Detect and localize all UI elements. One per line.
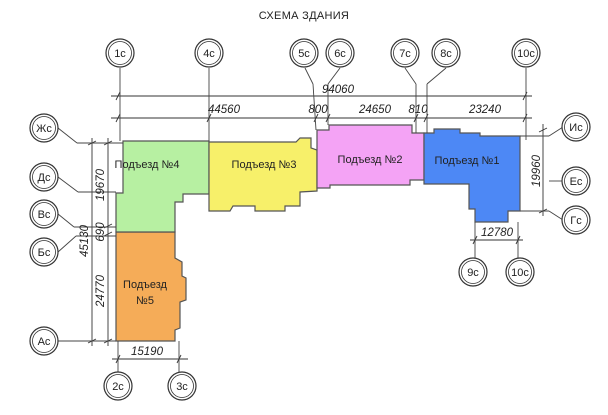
axis-bubble-9c: 9с	[458, 257, 488, 287]
axis-label-8c: 8с	[440, 48, 452, 60]
axis-bubble-4c: 4с	[194, 38, 224, 68]
diagram-title: СХЕМА ЗДАНИЯ	[259, 10, 349, 22]
section-3-block[interactable]	[208, 137, 318, 212]
bottom-dimension-lines	[112, 222, 523, 372]
section-5-block[interactable]	[115, 231, 187, 342]
axis-label-4c: 4с	[203, 48, 215, 60]
dim-15190: 15190	[131, 346, 164, 358]
top-dimension-lines	[111, 67, 532, 141]
dim-overall: 94060	[322, 84, 355, 96]
dim-690: 690	[95, 222, 107, 242]
dim-19670: 19670	[95, 168, 107, 201]
axis-label-10c-bottom: 10с	[511, 267, 529, 279]
axis-bubble-7c: 7с	[390, 38, 420, 68]
axis-label-b: Бс	[38, 247, 51, 259]
axis-bubble-5c: 5с	[289, 38, 319, 68]
dim-24650: 24650	[358, 104, 392, 116]
dim-24770: 24770	[95, 274, 107, 308]
section-1-label: Подъезд №1	[435, 155, 500, 167]
axis-bubble-i: Ис	[561, 112, 591, 142]
section-4-label: Подъезд №4	[115, 159, 180, 171]
axis-bubble-b: Бс	[29, 237, 59, 267]
axis-bubble-2c: 2с	[103, 371, 133, 401]
axis-label-5c: 5с	[298, 48, 310, 60]
axis-label-2c: 2с	[112, 381, 124, 393]
section-5-label-line1: Подъезд	[123, 279, 168, 291]
axis-label-v: Вс	[38, 209, 51, 221]
axis-label-d: Дс	[38, 172, 51, 184]
section-1-block[interactable]	[423, 128, 521, 223]
dim-44560: 44560	[208, 104, 241, 116]
axis-bubble-g: Гс	[561, 205, 591, 235]
left-dimension-lines	[57, 127, 123, 346]
dim-23240: 23240	[468, 104, 502, 116]
dim-810: 810	[408, 104, 428, 116]
dim-19960: 19960	[531, 154, 543, 187]
axis-label-6c: 6с	[334, 48, 346, 60]
axis-bubble-8c: 8с	[431, 38, 461, 68]
axis-label-7c: 7с	[399, 48, 411, 60]
axis-label-a: Ас	[38, 336, 51, 348]
axis-bubble-d: Дс	[29, 162, 59, 192]
axis-bubble-6c: 6с	[325, 38, 355, 68]
axis-label-g: Гс	[570, 215, 582, 227]
axis-label-i: Ис	[569, 122, 583, 134]
axis-label-9c: 9с	[467, 267, 479, 279]
axis-label-1c: 1с	[114, 48, 126, 60]
axis-bubble-v: Вс	[29, 199, 59, 229]
axis-bubble-1c: 1с	[105, 38, 135, 68]
axis-label-e: Ес	[570, 176, 583, 188]
axis-bubble-3c: 3с	[167, 371, 197, 401]
axis-bubble-10c-bottom: 10с	[505, 257, 535, 287]
axis-label-3c: 3с	[176, 381, 188, 393]
section-4-block[interactable]	[115, 140, 210, 233]
dim-800: 800	[308, 104, 328, 116]
axis-bubble-e: Ес	[561, 166, 591, 196]
section-2-label: Подъезд №2	[338, 154, 403, 166]
axis-bubble-a: Ас	[29, 326, 59, 356]
right-dimension-lines	[520, 124, 564, 221]
dim-12780: 12780	[481, 227, 514, 239]
dim-45130: 45130	[79, 224, 91, 257]
axis-label-zh: Жс	[36, 123, 52, 135]
axis-bubble-zh: Жс	[29, 113, 59, 143]
axis-label-10c-top: 10с	[517, 48, 535, 60]
axis-bubble-10c-top: 10с	[511, 38, 541, 68]
section-5-label-line2: №5	[136, 295, 154, 307]
section-3-label: Подъезд №3	[232, 159, 297, 171]
